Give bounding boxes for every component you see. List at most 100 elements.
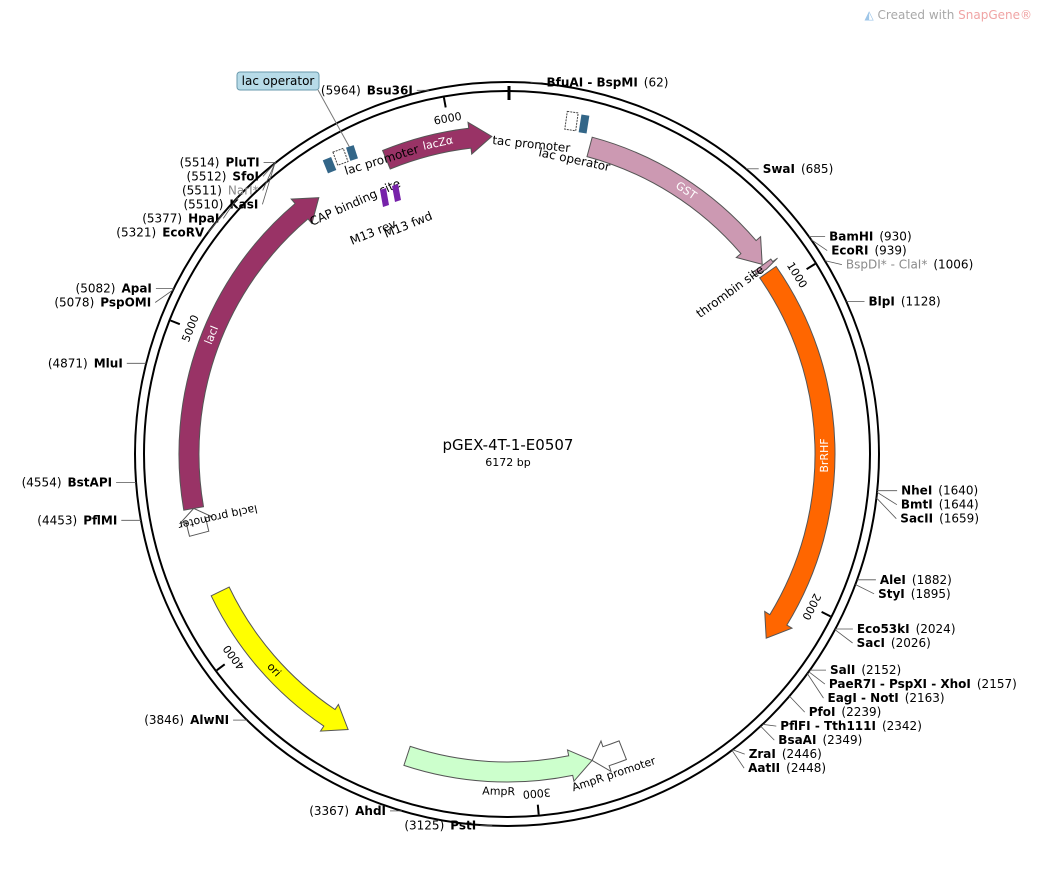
thrombin-feature-arrow[interactable] [751, 257, 778, 278]
bmti-site-label[interactable]: BmtI(1644) [901, 498, 979, 512]
site-name: BspDI* - ClaI* [846, 258, 927, 272]
sfoi-site-label[interactable]: (5512)SfoI [187, 169, 259, 183]
thrombin-label: thrombin site [694, 262, 767, 320]
pflfi-site-label[interactable]: PflFI - Tth111I(2342) [780, 719, 922, 733]
site-name: AlwNI [190, 713, 229, 727]
site-position: (2024) [916, 622, 956, 636]
pluti-site-label[interactable]: (5514)PluTI [180, 155, 260, 169]
lac-operator-mark[interactable] [346, 145, 358, 161]
tac-promoter-mark[interactable] [564, 110, 579, 132]
ecorv-site-leader [207, 212, 224, 233]
ampr-feature-arrow[interactable] [403, 745, 593, 783]
site-name: NheI [901, 484, 932, 498]
outer-backbone-circle [134, 81, 880, 827]
pflfi-site-leader [762, 723, 777, 727]
alwni-site-label[interactable]: (3846)AlwNI [144, 713, 229, 727]
bmti-site-leader [876, 491, 898, 506]
pspomi-site-label[interactable]: (5078)PspOMI [54, 296, 151, 310]
snapgene-logo-icon: ◭ [864, 8, 878, 22]
site-position: (2026) [891, 636, 931, 650]
paer7i-site-label[interactable]: PaeR7I - PspXI - XhoI(2157) [829, 677, 1017, 691]
aatii-site-label[interactable]: AatII(2448) [748, 761, 826, 775]
m13-fwd-primer-mark[interactable] [392, 184, 401, 202]
lac-operator-box-label: lac operator [242, 74, 315, 88]
plasmid-name: pGEX-4T-1-E0507 [443, 436, 574, 454]
tick-mark [536, 804, 540, 815]
bamhi-site-label[interactable]: BamHI(930) [829, 230, 912, 244]
site-position: (2163) [905, 691, 945, 705]
styi-site-label[interactable]: StyI(1895) [878, 587, 951, 601]
site-name: PflMI [83, 513, 117, 527]
center-labels: pGEX-4T-1-E0507 6172 bp [443, 436, 574, 469]
lac-operator-box[interactable] [236, 71, 320, 91]
zrai-site-label[interactable]: ZraI(2446) [749, 747, 822, 761]
site-name: ZraI [749, 747, 776, 761]
alei-site-label[interactable]: AleI(1882) [880, 573, 952, 587]
site-name: HpaI [188, 211, 219, 225]
site-name: BsaAI [778, 733, 816, 747]
ecorv-site-label[interactable]: (5321)EcoRV [116, 225, 205, 239]
ori-feature-arrow[interactable] [210, 586, 349, 732]
laci-feature-arrow[interactable] [178, 197, 320, 511]
site-name: KasI [229, 197, 258, 211]
hpai-site-label[interactable]: (5377)HpaI [142, 211, 219, 225]
saci-site-label[interactable]: SacI (2026) [857, 636, 931, 650]
apai-site-label[interactable]: (5082)ApaI [76, 282, 152, 296]
kasi-site-label[interactable]: (5510)KasI [183, 197, 258, 211]
site-position: (685) [801, 162, 833, 176]
site-position: (1006) [933, 258, 973, 272]
site-name: SacI [857, 636, 885, 650]
zrai-site-leader [732, 749, 745, 755]
mlui-site-label[interactable]: (4871)MluI [48, 356, 123, 370]
bspdi-site-label[interactable]: BspDI* - ClaI* (1006) [846, 258, 973, 272]
nari-site-label[interactable]: (5511)NarI* [182, 183, 259, 197]
tac-lac-operator-mark[interactable] [578, 114, 590, 134]
bfuai-site-label[interactable]: BfuAI - BspMI(62) [547, 76, 669, 90]
m13-fwd-label: M13 fwd [382, 209, 434, 241]
lacza-label: lacZα [422, 133, 455, 152]
brrhf-label: BrRHF [818, 438, 831, 472]
bsu36i-site-label[interactable]: (5964)Bsu36I [321, 83, 413, 97]
pflmi-site-label[interactable]: (4453)PflMI [37, 513, 117, 527]
ampr-promoter-feature-arrow[interactable] [591, 739, 628, 773]
site-position: (3125) [404, 819, 444, 833]
brrhf-feature-arrow[interactable] [759, 265, 836, 639]
eagi-site-label[interactable]: EagI - NotI (2163) [828, 691, 945, 705]
site-name: SfoI [232, 169, 259, 183]
sali-site-label[interactable]: SalI (2152) [830, 663, 901, 677]
cap-binding-site-mark[interactable] [322, 157, 337, 174]
lacza-feature-arrow[interactable] [381, 121, 493, 170]
laciq-promoter-feature-arrow[interactable] [178, 507, 214, 537]
nhei-site-label[interactable]: NheI(1640) [901, 484, 978, 498]
site-name: SacII [900, 512, 933, 526]
m13-rev-primer-mark[interactable] [380, 188, 389, 207]
site-position: (2342) [882, 719, 922, 733]
lac-operator-leader [317, 89, 351, 149]
site-name: EcoRI [831, 244, 868, 258]
site-name: ApaI [121, 282, 151, 296]
bsaai-site-label[interactable]: BsaAI(2349) [778, 733, 862, 747]
watermark-brand: SnapGene® [958, 8, 1032, 22]
ecori-site-label[interactable]: EcoRI(939) [831, 244, 907, 258]
site-name: SalI [830, 663, 855, 677]
lac-promoter-mark[interactable] [332, 147, 349, 166]
swai-site-label[interactable]: SwaI(685) [763, 162, 834, 176]
bstapi-site-label[interactable]: (4554)BstAPI [22, 475, 112, 489]
site-name: EagI - NotI [828, 691, 899, 705]
tick-label: 3000 [522, 786, 551, 801]
bspdi-site-leader [824, 260, 842, 265]
site-name: Eco53kI [857, 622, 910, 636]
eco53ki-site-label[interactable]: Eco53kI (2024) [857, 622, 956, 636]
watermark: ◭ Created with SnapGene® [865, 8, 1033, 22]
site-name: Bsu36I [367, 83, 413, 97]
blpi-site-label[interactable]: BlpI(1128) [869, 295, 941, 309]
sacii-site-label[interactable]: SacII(1659) [900, 512, 979, 526]
saci-site-leader [834, 629, 853, 644]
site-position: (1128) [901, 295, 941, 309]
site-name: PaeR7I - PspXI - XhoI [829, 677, 971, 691]
psti-site-label[interactable]: (3125)PstI [404, 819, 476, 833]
gst-feature-arrow[interactable] [586, 136, 763, 265]
ahdi-site-label[interactable]: (3367)AhdI [309, 804, 386, 818]
pfoi-site-label[interactable]: PfoI(2239) [809, 705, 882, 719]
site-position: (2152) [861, 663, 901, 677]
